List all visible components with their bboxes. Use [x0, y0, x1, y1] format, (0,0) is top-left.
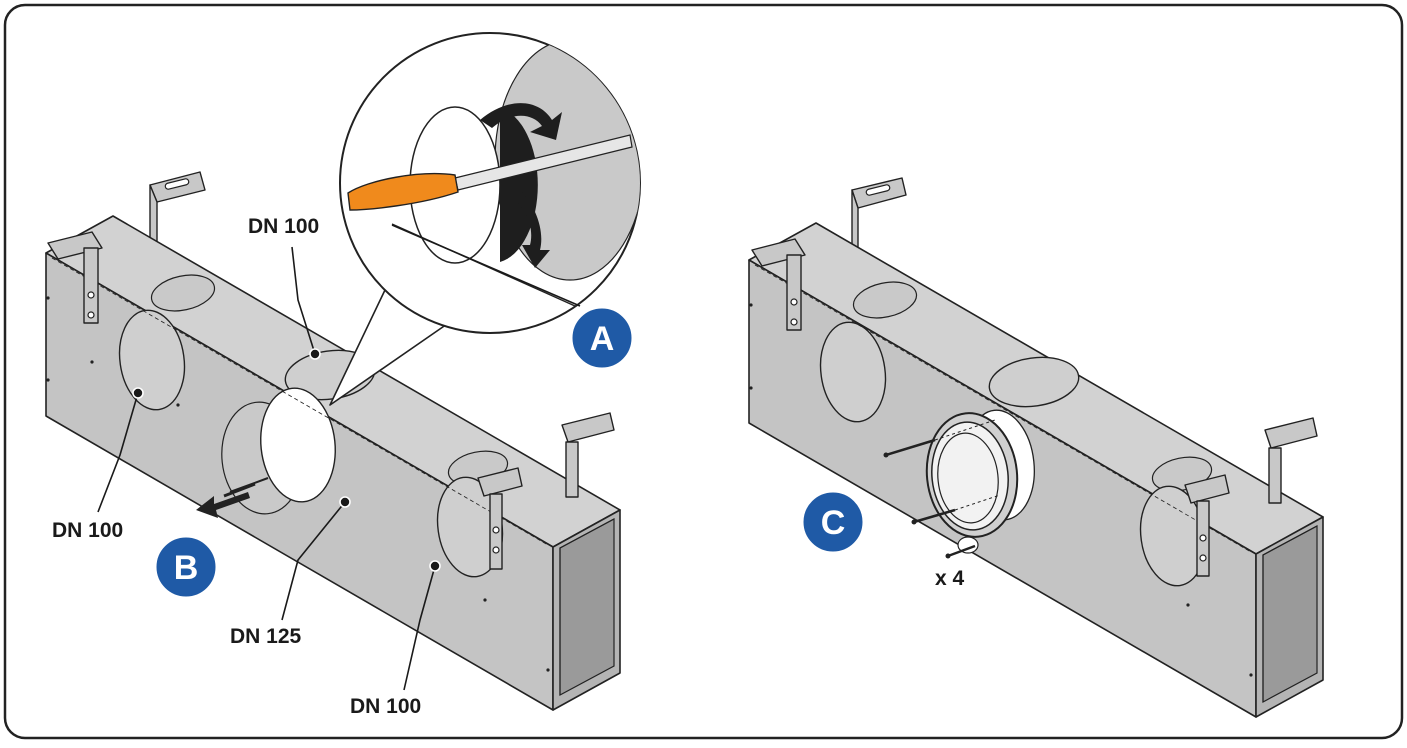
screws: [883, 419, 1001, 559]
bracket-front-right-box: [751, 238, 1318, 577]
label-dn100-left: DN 100: [52, 519, 123, 542]
zoom-callout: [329, 32, 641, 406]
right-plenum-box: [748, 177, 1324, 718]
badge-c: C: [800, 489, 866, 555]
svg-text:C: C: [821, 504, 846, 542]
outer-frame: [3, 3, 1404, 740]
bracket-back-right: [851, 177, 907, 249]
label-dn125: DN 125: [230, 625, 302, 648]
bracket-back-left: [149, 171, 206, 246]
badge-a: A: [569, 305, 635, 371]
svg-text:B: B: [174, 549, 199, 587]
label-screw-quantity: x 4: [935, 567, 965, 590]
rotation-arrow-icon: [480, 103, 562, 140]
top-knockout-left: [150, 274, 216, 312]
screwdriver-icon: [347, 134, 633, 211]
bracket-right-left-box: [477, 412, 615, 570]
label-dn100-top: DN 100: [248, 215, 319, 238]
leader-lines-left: [97, 224, 581, 691]
installed-spigot: [925, 409, 1035, 554]
removal-arrow: [196, 477, 269, 518]
badge-b: B: [153, 534, 219, 600]
label-dn100-right: DN 100: [350, 695, 421, 718]
svg-text:A: A: [590, 320, 615, 358]
bracket-front-left: [47, 231, 103, 324]
front-hole-dn100-left: [118, 309, 186, 411]
dn125-opening: [260, 387, 336, 503]
